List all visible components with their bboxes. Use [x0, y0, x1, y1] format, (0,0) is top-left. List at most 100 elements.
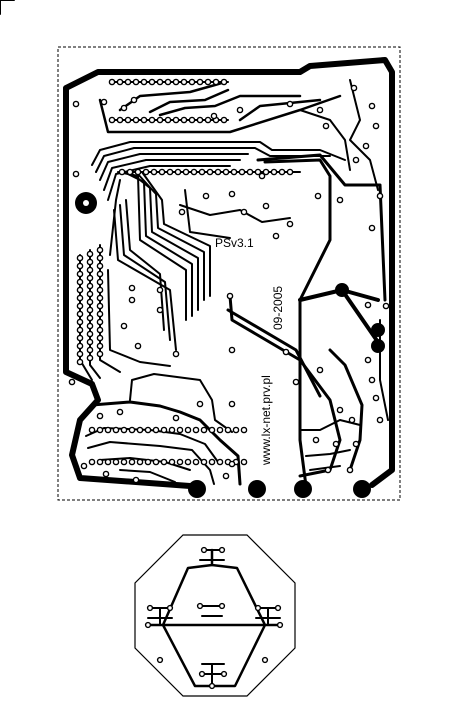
pad: [76, 270, 84, 278]
pad: [76, 334, 84, 342]
pad: [220, 670, 228, 678]
pad: [166, 168, 174, 176]
pad: [96, 458, 104, 466]
pad: [86, 338, 94, 346]
pad: [120, 322, 128, 330]
pad: [124, 116, 132, 124]
pad: [146, 604, 154, 612]
pad: [228, 190, 236, 198]
pad: [76, 294, 84, 302]
pad: [80, 462, 88, 470]
pad: [336, 406, 344, 414]
pad: [176, 458, 184, 466]
pad: [230, 168, 238, 176]
pad: [276, 621, 284, 629]
pad: [96, 426, 104, 434]
pad: [218, 602, 226, 610]
pad: [156, 116, 164, 124]
pad: [96, 310, 104, 318]
pad: [212, 78, 220, 86]
pad: [120, 104, 128, 112]
pad: [76, 350, 84, 358]
pad: [108, 116, 116, 124]
pad: [168, 426, 176, 434]
large-pad: [188, 480, 206, 498]
pad: [228, 346, 236, 354]
pad: [76, 318, 84, 326]
version-label: PSv3.1: [215, 236, 254, 250]
pad: [172, 116, 180, 124]
pad: [286, 100, 294, 108]
pad: [152, 426, 160, 434]
pad: [128, 296, 136, 304]
pad: [134, 342, 142, 350]
octagon-pads: [144, 546, 284, 690]
pad: [322, 122, 330, 130]
pad: [258, 172, 266, 180]
pad: [262, 168, 270, 176]
pad: [220, 116, 228, 124]
pad: [102, 470, 110, 478]
pad: [108, 78, 116, 86]
pad: [72, 170, 80, 178]
pad: [352, 156, 360, 164]
large-pad: [248, 480, 266, 498]
pad: [156, 286, 164, 294]
pad: [364, 356, 372, 364]
pad: [86, 346, 94, 354]
pad: [132, 116, 140, 124]
pad: [150, 168, 158, 176]
pad: [362, 142, 370, 150]
pad: [224, 426, 232, 434]
pad: [200, 546, 208, 554]
pad: [352, 440, 360, 448]
left-connector-traces: [79, 244, 171, 381]
pad: [316, 106, 324, 114]
pad: [148, 116, 156, 124]
pad: [96, 278, 104, 286]
pad: [238, 168, 246, 176]
pad: [86, 290, 94, 298]
bus-fan-traces: [91, 141, 346, 351]
pad: [206, 168, 214, 176]
pad: [96, 270, 104, 278]
board-outline: [57, 46, 401, 501]
pad: [208, 458, 216, 466]
pad: [76, 326, 84, 334]
pad: [190, 168, 198, 176]
right-side-traces: [226, 79, 389, 488]
pad: [216, 458, 224, 466]
pad: [208, 426, 216, 434]
pad: [120, 426, 128, 434]
pad: [232, 426, 240, 434]
pad: [156, 656, 164, 664]
pad: [96, 326, 104, 334]
pad: [76, 302, 84, 310]
corner-crop-mark: [0, 0, 15, 15]
middle-ic-pad-row: [119, 171, 301, 239]
pad: [316, 366, 324, 374]
pad: [116, 408, 124, 416]
pad: [128, 458, 136, 466]
pad: [240, 458, 248, 466]
pad: [286, 168, 294, 176]
pad: [76, 278, 84, 286]
large-pad: [335, 283, 349, 297]
pad: [86, 314, 94, 322]
pad: [292, 378, 300, 386]
pad: [270, 168, 278, 176]
pad: [368, 102, 376, 110]
pad: [112, 458, 120, 466]
pad: [164, 78, 172, 86]
octagon-outline: [134, 534, 296, 697]
pad: [240, 208, 248, 216]
pad: [210, 112, 218, 120]
pad: [86, 330, 94, 338]
large-pads: [75, 192, 385, 498]
pad: [180, 116, 188, 124]
pad: [86, 250, 94, 258]
pad: [172, 78, 180, 86]
pad: [192, 426, 200, 434]
pad: [96, 286, 104, 294]
pad: [240, 426, 248, 434]
